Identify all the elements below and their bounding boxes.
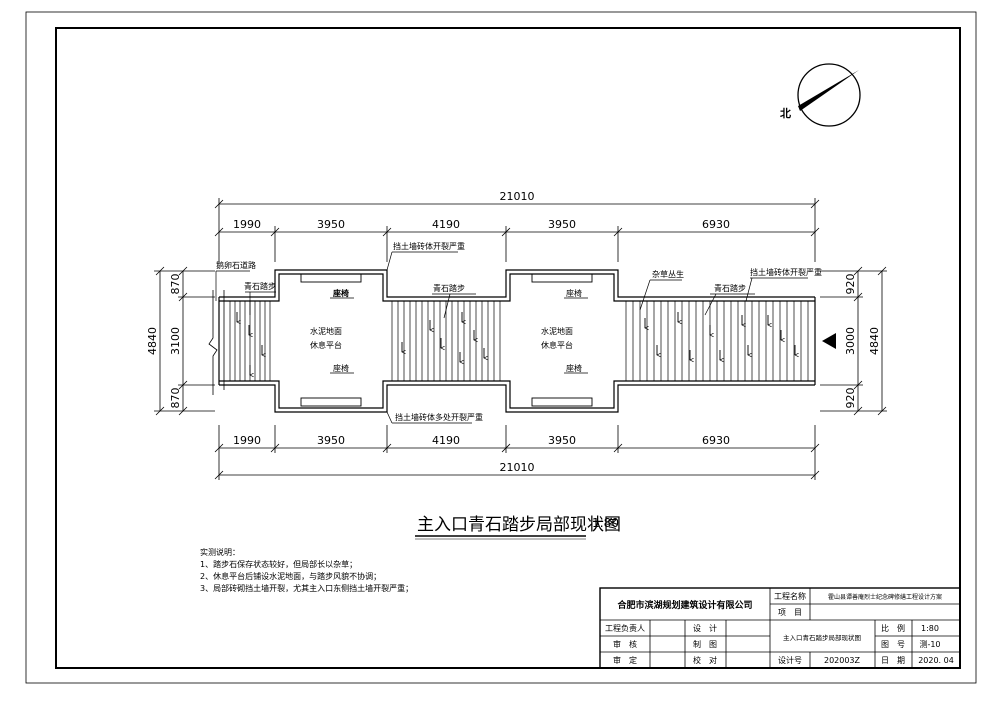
tb-scale-label: 比 例 (881, 623, 905, 633)
label-wall-crack-bottom: 挡土墙砖体多处开裂严重 (395, 412, 483, 422)
steps-group-2 (391, 301, 501, 381)
left-dim-3: 870 (169, 388, 182, 409)
steps-group-3 (625, 301, 809, 381)
right-total-dim: 4840 (868, 327, 881, 355)
label-platform-2-line1: 水泥地面 (541, 326, 573, 336)
weed-arrows (236, 312, 799, 378)
tb-check-label: 校 对 (693, 655, 717, 665)
bench-1-bottom (300, 397, 362, 407)
note-3: 3、局部砖砌挡土墙开裂，尤其主入口东侧挡土墙开裂严重； (200, 583, 413, 593)
right-dim-1: 920 (844, 274, 857, 295)
bench-2-top (531, 273, 593, 283)
top-dim-3: 4190 (432, 218, 460, 231)
bottom-dim-3: 4190 (432, 434, 460, 447)
entrance-marker (822, 333, 836, 349)
label-bench-2-bottom: 座椅 (566, 363, 582, 373)
tb-scale-value: 1:80 (921, 624, 939, 633)
label-pebble-path: 鹅卵石道路 (216, 260, 256, 270)
tb-lead-label: 工程负责人 (605, 623, 645, 633)
top-dim-1: 1990 (233, 218, 261, 231)
top-dim-2: 3950 (317, 218, 345, 231)
label-bluestone-steps-2: 青石踏步 (433, 283, 465, 293)
steps-group-1 (229, 301, 271, 381)
right-dim-3: 920 (844, 388, 857, 409)
notes-heading: 实测说明： (200, 547, 240, 557)
label-bluestone-steps-1: 青石踏步 (244, 281, 276, 291)
label-wall-crack-top: 挡土墙砖体开裂严重 (393, 241, 465, 251)
label-platform-1-line1: 水泥地面 (310, 326, 342, 336)
outer-frame (25, 11, 977, 684)
label-bench-2-top: 座椅 (566, 288, 582, 298)
left-dim-1: 870 (169, 274, 182, 295)
bottom-dim-1: 1990 (233, 434, 261, 447)
tb-design-no-value: 202003Z (824, 656, 861, 665)
left-total-dim: 4840 (146, 327, 159, 355)
note-2: 2、休息平台后铺设水泥地面，与踏步风貌不协调； (200, 571, 381, 581)
tb-design-label: 设 计 (693, 623, 717, 633)
north-label: 北 (780, 106, 791, 120)
tb-approve-label: 审 定 (613, 655, 637, 665)
tb-date-value: 2020. 04 (918, 656, 954, 665)
tb-item-label: 项 目 (778, 608, 802, 617)
north-arrow: 北 (780, 63, 861, 127)
tb-project-name-label: 工程名称 (774, 591, 806, 601)
tb-drawing-no-value: 测-10 (919, 640, 940, 649)
left-dimensions (154, 266, 215, 416)
label-bench-1-top: 座椅 (332, 288, 349, 298)
bench-1-top (300, 273, 362, 283)
tb-drawing-name: 主入口青石踏步局部现状图 (783, 633, 861, 642)
left-dim-2: 3100 (169, 327, 182, 355)
bottom-total-dim: 21010 (500, 461, 535, 474)
right-dim-2: 3000 (844, 327, 857, 355)
bottom-dim-4: 3950 (548, 434, 576, 447)
tb-company: 合肥市滨湖规划建筑设计有限公司 (617, 599, 752, 611)
tb-design-no-label: 设计号 (778, 655, 802, 665)
bottom-dimensions (214, 425, 820, 480)
tb-draw-label: 制 图 (693, 639, 717, 649)
label-platform-1-line2: 休息平台 (310, 340, 342, 350)
top-dim-4: 3950 (548, 218, 576, 231)
top-dim-5: 6930 (702, 218, 730, 231)
top-dimensions (214, 198, 820, 262)
drawing-title: 主入口青石踏步局部现状图 (417, 515, 621, 535)
drawing-scale: 1:80 (592, 516, 619, 530)
bottom-dim-5: 6930 (702, 434, 730, 447)
right-dimensions (820, 266, 887, 416)
bottom-dim-2: 3950 (317, 434, 345, 447)
label-bench-1-bottom: 座椅 (333, 363, 349, 373)
title-block (599, 587, 961, 669)
note-1: 1、踏步石保存状态较好，但局部长以杂草； (200, 559, 357, 569)
label-wall-crack-right: 挡土墙砖体开裂严重 (750, 267, 822, 277)
top-total-dim: 21010 (500, 190, 535, 203)
bench-2-bottom (531, 397, 593, 407)
label-platform-2-line2: 休息平台 (541, 340, 573, 350)
leader-lines (215, 251, 808, 424)
label-bluestone-steps-3: 青石踏步 (714, 283, 746, 293)
tb-project-name-value: 霍山县谭善庵烈士纪念碑修缮工程设计方案 (828, 593, 942, 601)
tb-review-label: 审 核 (613, 639, 637, 649)
tb-drawing-no-label: 图 号 (881, 640, 905, 649)
break-line (208, 290, 218, 395)
plan-outline (218, 269, 816, 413)
tb-date-label: 日 期 (881, 656, 905, 665)
label-weeds: 杂草丛生 (652, 269, 684, 279)
inner-frame (55, 27, 961, 669)
